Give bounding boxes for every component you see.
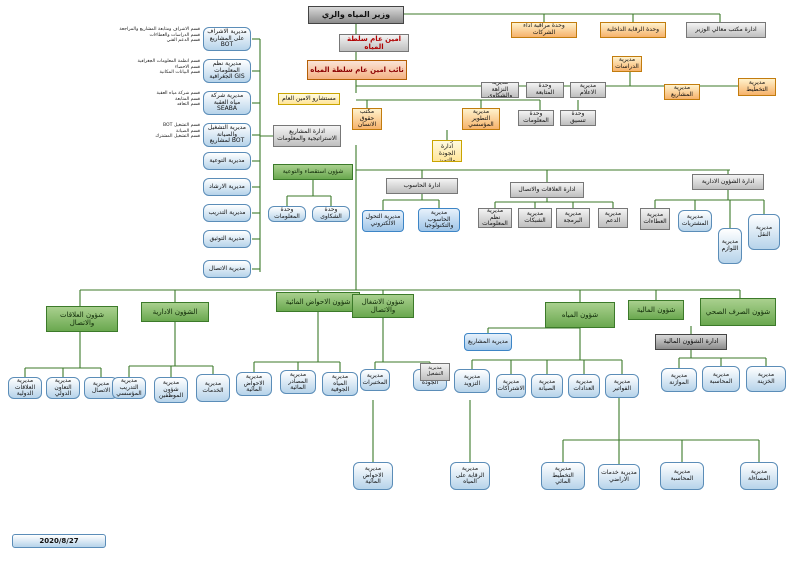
ext-0: مديرية العلاقات الدولية (8, 377, 42, 399)
it-unit-0: مديرية التحول الالكتروني (362, 210, 404, 232)
adm-0: مديرية التدريب المؤسسي (112, 377, 146, 399)
bottom-5: مديرية المساءلة (740, 462, 778, 490)
fin-2: مديرية المياه الجوفية (322, 372, 358, 396)
strategic-head: شؤون استقصاء والتوعية (273, 164, 353, 180)
adm-1: مديرية شؤون الموظفين (154, 377, 188, 403)
unit-c: مديرية الاعلام (570, 82, 606, 98)
human-rights-office: مكتب حقوق الانسان (352, 108, 382, 130)
projects-unit-2: مديرية شركة مياه العقبة SEABA (203, 91, 251, 115)
f2-2: مديرية الخزينة (746, 366, 786, 392)
projects-admin: ادارة المشاريع الاستراتيجية والمعلومات (273, 125, 341, 147)
projects-unit-1: مديرية نظم المعلومات الجغرافية GIS (203, 59, 251, 83)
unit-b: وحدة المتابعة (526, 82, 564, 98)
strategic-unit-2: مديرية التدريب (203, 204, 251, 222)
bottom-0: مديرية الاحواض المائية (353, 462, 393, 490)
projects-unit-3: مديرية التشغيل والصيانة لمشاريع BOT (203, 123, 251, 147)
adm-2: مديرية الخدمات (196, 374, 230, 402)
internal-audit-box: وحدة الرقابة الداخلية (600, 22, 666, 38)
advisors-box: مستشارو الامين العام (278, 93, 340, 105)
head-labs: شؤون الاشغال والاتصال (352, 294, 414, 318)
bottom-3: مديرية خدمات الاراضي (598, 464, 640, 490)
water-sub: مديرية المشاريع (464, 333, 512, 351)
quality-unit: وحدة ادارة الجودة والتميز (432, 140, 462, 162)
strategic-unit-0: مديرية التوعية (203, 152, 251, 170)
it-unit-1: مديرية الحاسوب والتكنولوجيا (418, 208, 460, 232)
strategic-sub-1: وحدة الشكاوى (312, 206, 350, 222)
strategic-unit-3: مديرية التوثيق (203, 230, 251, 248)
fin-1: مديرية المصادر المائية (280, 370, 316, 394)
unit-a: مديرية النزاهة والشكاوى (481, 82, 519, 98)
ext-1: مديرية التعاون الدولي (46, 377, 80, 399)
minister-office-box: ادارة مكتب معالي الوزير (686, 22, 766, 38)
institutional-dev: مديرية التطوير المؤسسي (462, 108, 500, 130)
dirs-right-3: مديرية النقل (748, 214, 780, 250)
dirs-mid-0: مديرية نظم المعلومات (478, 208, 512, 228)
head-water: شؤون المياه (545, 302, 615, 328)
head-sewage: شؤون الصرف الصحي (700, 298, 776, 326)
dirs-mid-1: مديرية الشبكات (518, 208, 552, 228)
wat-2: مديرية الصيانة (531, 374, 563, 398)
dirs-mid-3: مديرية الدعم (598, 208, 628, 228)
wat-0: مديرية التزويد (454, 369, 490, 393)
finance-dir: ادارة الحاسوب (386, 178, 458, 194)
dirs-right-2: مديرية اللوازم (718, 228, 742, 264)
secretary-general-box: امين عام سلطة المياه (339, 34, 409, 52)
projects-unit-0: مديرية الاشراف على المشاريع BOT (203, 27, 251, 51)
lab-0: مديرية المختبرات (360, 369, 390, 391)
unit-e: مديرية المشاريع (664, 84, 700, 100)
head-external: شؤون العلاقات والاتصال (46, 306, 118, 332)
f2-1: مديرية المحاسبة (702, 366, 740, 392)
dirs-right-0: مديرية العطاءات (640, 208, 670, 230)
minister-box: وزير المياه والري (308, 6, 404, 24)
date-box: 2020/8/27 (12, 534, 106, 548)
dirs-right-1: مديرية المشتريات (678, 210, 712, 232)
unit-h: وحدة المعلومات (518, 110, 554, 126)
head-finance: شؤون الاحواض المائية (276, 292, 360, 312)
wat-1: مديرية الاشتراكات (496, 374, 526, 398)
dirs-mid-2: مديرية البرمجة (556, 208, 590, 228)
unit-f: مديرية التخطيط (738, 78, 776, 96)
wat-3: مديرية العدادات (568, 374, 600, 398)
head-fin-admin: ادارة الشؤون المالية (655, 334, 727, 350)
sew-0: مديرية التشغيل (420, 363, 450, 381)
wat-4: مديرية الفواتير (605, 374, 639, 398)
strategic-sub-0: وحدة المعلومات (268, 206, 306, 222)
unit-g: وحدة تنسيق (560, 110, 596, 126)
companies-monitoring-box: وحدة مراقبة اداء الشركات (511, 22, 577, 38)
unit-d: مديرية الدراسات (612, 56, 642, 72)
deputy-secretary-general-box: نائب امين عام سلطة المياه (307, 60, 407, 80)
strategic-unit-1: مديرية الارشاد (203, 178, 251, 196)
bottom-1: مديرية الرقابة على المياه (450, 462, 490, 490)
bottom-4: مديرية المحاسبة (660, 462, 704, 490)
bottom-2: مديرية التخطيط المائي (541, 462, 585, 490)
strategic-unit-4: مديرية الاتصال (203, 260, 251, 278)
head-admin: الشؤون الادارية (141, 302, 209, 322)
fin-0: مديرية الاحواض المائية (236, 372, 272, 396)
f2-0: مديرية الموازنة (661, 368, 697, 392)
head-finance2: شؤون المالية (628, 300, 684, 320)
pr-dir: ادارة العلاقات والاتصال (510, 182, 584, 198)
hr-dir: ادارة الشؤون الادارية (692, 174, 764, 190)
